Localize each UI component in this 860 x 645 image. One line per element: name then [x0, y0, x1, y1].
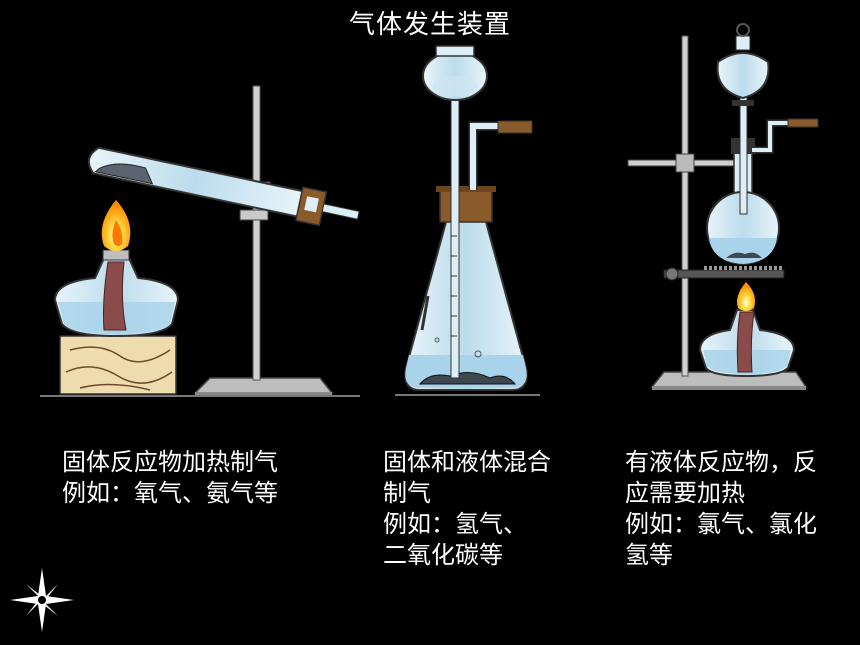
caption-liquid-heating: 有液体反应物，反 应需要加热 例如：氯气、氯化 氢等	[625, 447, 817, 571]
apparatus-liquid-heating	[627, 23, 819, 390]
compass-star-icon	[10, 568, 74, 632]
caption-line: 例如：氧气、氨气等	[62, 479, 278, 507]
apparatus-solid-liquid	[395, 45, 540, 396]
caption-line: 氢等	[625, 541, 673, 569]
caption-solid-heating: 固体反应物加热制气 例如：氧气、氨气等	[62, 447, 278, 509]
caption-line: 例如：氢气、	[383, 510, 527, 538]
caption-solid-liquid: 固体和液体混合 制气 例如：氢气、 二氧化碳等	[383, 447, 551, 571]
caption-line: 例如：氯气、氯化	[625, 510, 817, 538]
caption-line: 固体反应物加热制气	[62, 448, 278, 476]
page-title: 气体发生装置	[348, 10, 511, 40]
apparatus-solid-heating	[40, 85, 360, 397]
caption-line: 二氧化碳等	[383, 541, 503, 569]
caption-line: 应需要加热	[625, 479, 745, 507]
caption-line: 有液体反应物，反	[625, 448, 817, 476]
caption-line: 制气	[383, 479, 431, 507]
caption-line: 固体和液体混合	[383, 448, 551, 476]
